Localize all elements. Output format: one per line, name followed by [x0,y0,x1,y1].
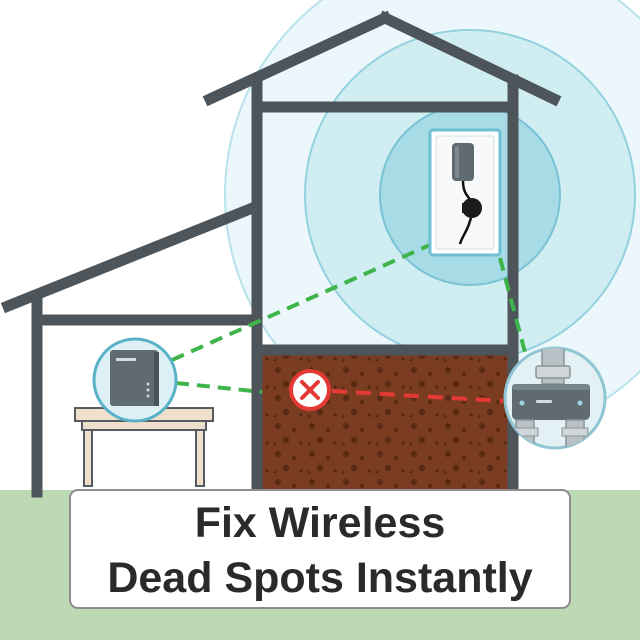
table-leg-left [83,429,93,487]
headline-line-1: Fix Wireless [195,499,446,547]
house-outline [0,10,562,498]
hub-device-led-1 [146,382,150,386]
power-adapter-prong [462,203,468,213]
good-link-hub-to-wall [175,381,263,394]
headline-card: Fix Wireless Dead Spots Instantly [69,489,571,609]
blocked-link [331,389,504,403]
valve-body-top [512,384,590,390]
wall-outlet-extender [428,128,502,257]
water-valve-device [503,346,607,450]
good-link-extender-to-valve [498,257,528,357]
hub-device-led-2 [146,388,150,392]
hub-device-icon [110,350,158,406]
valve-button-left [519,400,525,406]
blocked-x-stroke-2 [300,380,320,400]
valve-button-right [577,400,583,406]
main-roof-right [377,10,562,107]
good-link-hub-to-extender [171,242,433,362]
hub-device [92,337,178,423]
table-apron [81,420,207,431]
valve-outlet-right-nut [561,427,589,437]
table-leg-right [195,429,205,487]
headline-line-2: Dead Spots Instantly [107,554,532,602]
hub-device-logo-mark [116,358,136,361]
headline-box [69,489,571,609]
annex-roof [0,199,263,314]
connection-links [171,242,528,403]
extender-plug-highlight [455,146,459,178]
hub-device-side [154,352,159,406]
hub-device-led-3 [146,394,150,398]
blocked-signal-icon [289,369,331,411]
valve-inlet-nut [535,365,571,379]
main-roof-left [202,10,393,107]
valve-logo-mark [536,400,552,403]
